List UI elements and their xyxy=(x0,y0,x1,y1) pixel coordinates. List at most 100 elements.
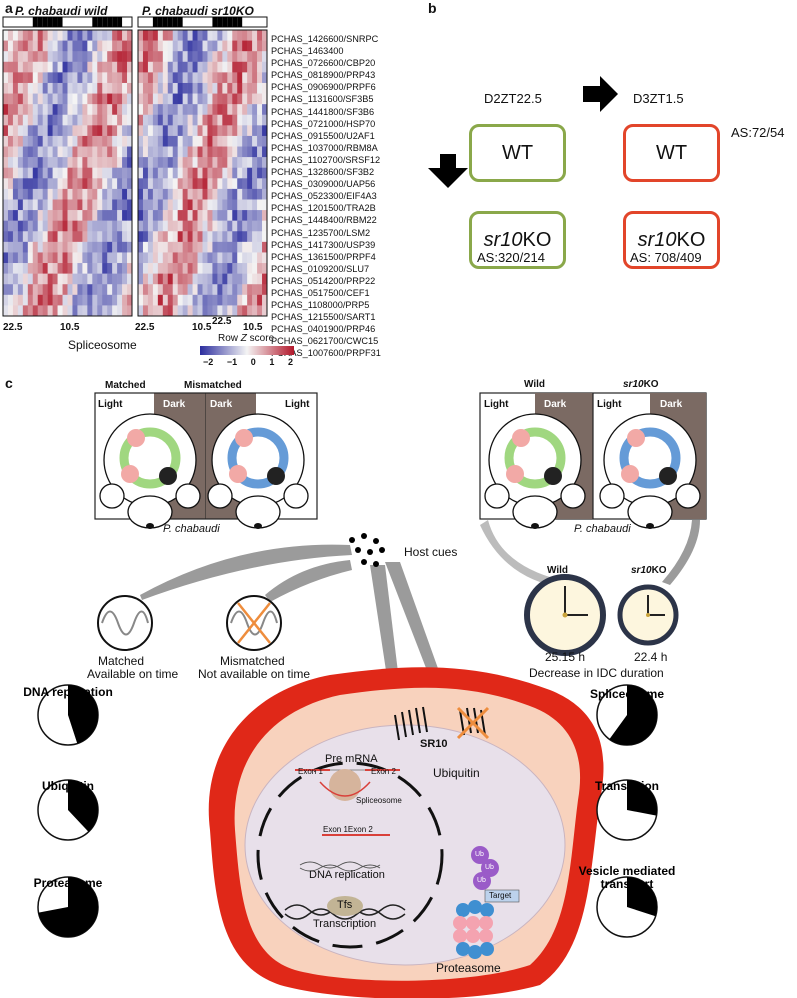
heatmap-cell xyxy=(232,104,238,116)
heatmap-cell xyxy=(112,284,118,296)
heatmap-cell xyxy=(247,93,253,105)
heatmap-cell xyxy=(42,199,48,211)
heatmap-cell xyxy=(102,104,108,116)
heatmap-cell xyxy=(102,241,108,253)
heatmap-cell xyxy=(172,188,178,200)
wild-header: Wild xyxy=(524,379,546,390)
heatmap-cell xyxy=(72,188,78,200)
heatmap-cell xyxy=(62,263,68,274)
heatmap-cell xyxy=(62,93,68,105)
heatmap-cell xyxy=(107,188,113,200)
heatmap-cell xyxy=(82,72,88,84)
heatmap-cell xyxy=(182,199,188,211)
heatmap-cell xyxy=(222,263,228,274)
heatmap-cell xyxy=(172,305,178,317)
heatmap-cell xyxy=(122,114,128,126)
heatmap-cell xyxy=(62,241,68,253)
heatmap-cell xyxy=(42,210,48,221)
heatmap-cell xyxy=(77,284,83,296)
heatmap-cell xyxy=(87,263,93,274)
heatmap-cell xyxy=(22,210,29,221)
heatmap-cell xyxy=(147,72,154,84)
heatmap-cell xyxy=(97,104,103,116)
heatmap-cell xyxy=(212,252,218,264)
svg-text:Dark: Dark xyxy=(210,399,233,410)
heatmap-cell xyxy=(22,104,29,116)
heatmap-cell xyxy=(32,40,39,52)
heatmap-cell xyxy=(92,114,98,126)
heatmap-cell xyxy=(167,61,174,73)
heatmap-cell xyxy=(3,252,9,264)
heatmap-cell xyxy=(3,199,9,211)
heatmap-cell xyxy=(22,284,29,296)
heatmap-cell xyxy=(122,199,128,211)
heatmap-cell xyxy=(212,82,218,94)
heatmap-cell xyxy=(7,210,14,221)
heatmap-cell xyxy=(57,284,63,296)
heatmap-cell xyxy=(257,82,263,94)
heatmap-cell xyxy=(152,241,159,253)
heatmap-cell xyxy=(262,263,268,274)
heatmap-cell xyxy=(37,294,43,306)
heatmap-cell xyxy=(82,284,88,296)
mismatched-header: Mismatched xyxy=(184,380,242,391)
heatmap-cell xyxy=(122,284,128,296)
heatmap-cell xyxy=(217,40,223,52)
heatmap-cell xyxy=(47,125,53,137)
heatmap-cell xyxy=(152,82,159,94)
heatmap-cell xyxy=(12,61,19,73)
heatmap-cell xyxy=(32,188,39,200)
heatmap-cell xyxy=(222,93,228,105)
heatmap-cell xyxy=(117,125,123,137)
heatmap-cell xyxy=(192,157,198,169)
heatmap-cell xyxy=(262,241,268,253)
heatmap-cell xyxy=(187,125,193,137)
gene-label: PCHAS_1448400/RBM22 xyxy=(271,215,377,226)
heatmap-cell xyxy=(37,284,43,296)
heatmap-cell xyxy=(157,146,164,158)
heatmap-cell xyxy=(187,93,193,105)
heatmap-cell xyxy=(197,231,203,243)
heatmap-cell xyxy=(52,146,58,158)
heatmap-cell xyxy=(192,305,198,317)
heatmap-cell xyxy=(92,157,98,169)
heatmap-cell xyxy=(102,252,108,264)
mismatched-caption-2: Not available on time xyxy=(198,667,311,681)
tick-wild-1: 22.5 xyxy=(3,322,23,333)
heatmap-cell xyxy=(202,125,208,137)
heatmap-cell xyxy=(162,188,169,200)
tick-ko-2: 10.5 xyxy=(243,322,263,333)
heatmap-cell xyxy=(152,305,159,317)
heatmap-cell xyxy=(62,294,68,306)
heatmap-cell xyxy=(152,220,159,232)
heatmap-cell xyxy=(222,114,228,126)
heatmap-cell xyxy=(167,146,174,158)
heatmap-cell xyxy=(142,51,149,63)
heatmap-cell xyxy=(82,241,88,253)
gene-label: PCHAS_1235700/LSM2 xyxy=(271,227,371,238)
heatmap-cell xyxy=(7,188,14,200)
heatmap-cell xyxy=(162,146,169,158)
heatmap-cell xyxy=(247,61,253,73)
heatmap-cell xyxy=(197,40,203,52)
heatmap-cell xyxy=(157,178,164,190)
heatmap-cell xyxy=(222,178,228,190)
heatmap-cell xyxy=(72,40,78,52)
heatmap-cell xyxy=(92,220,98,232)
heatmap-cell xyxy=(92,104,98,116)
heatmap-cell xyxy=(12,104,19,116)
heatmap-cell xyxy=(262,284,268,296)
heatmap-cell xyxy=(117,210,123,221)
heatmap-cell xyxy=(222,135,228,147)
heatmap-cell xyxy=(92,40,98,52)
heatmap-cell xyxy=(217,210,223,221)
heatmap-cell xyxy=(12,273,19,285)
heatmap-cell xyxy=(112,104,118,116)
heatmap-cell xyxy=(87,51,93,63)
heatmap-cell xyxy=(47,294,53,306)
heatmap-cell xyxy=(32,157,39,169)
heatmap-cell xyxy=(237,305,243,317)
heatmap-cell xyxy=(252,61,258,73)
heatmap-cell xyxy=(52,157,58,169)
heatmap-cell xyxy=(77,30,83,41)
